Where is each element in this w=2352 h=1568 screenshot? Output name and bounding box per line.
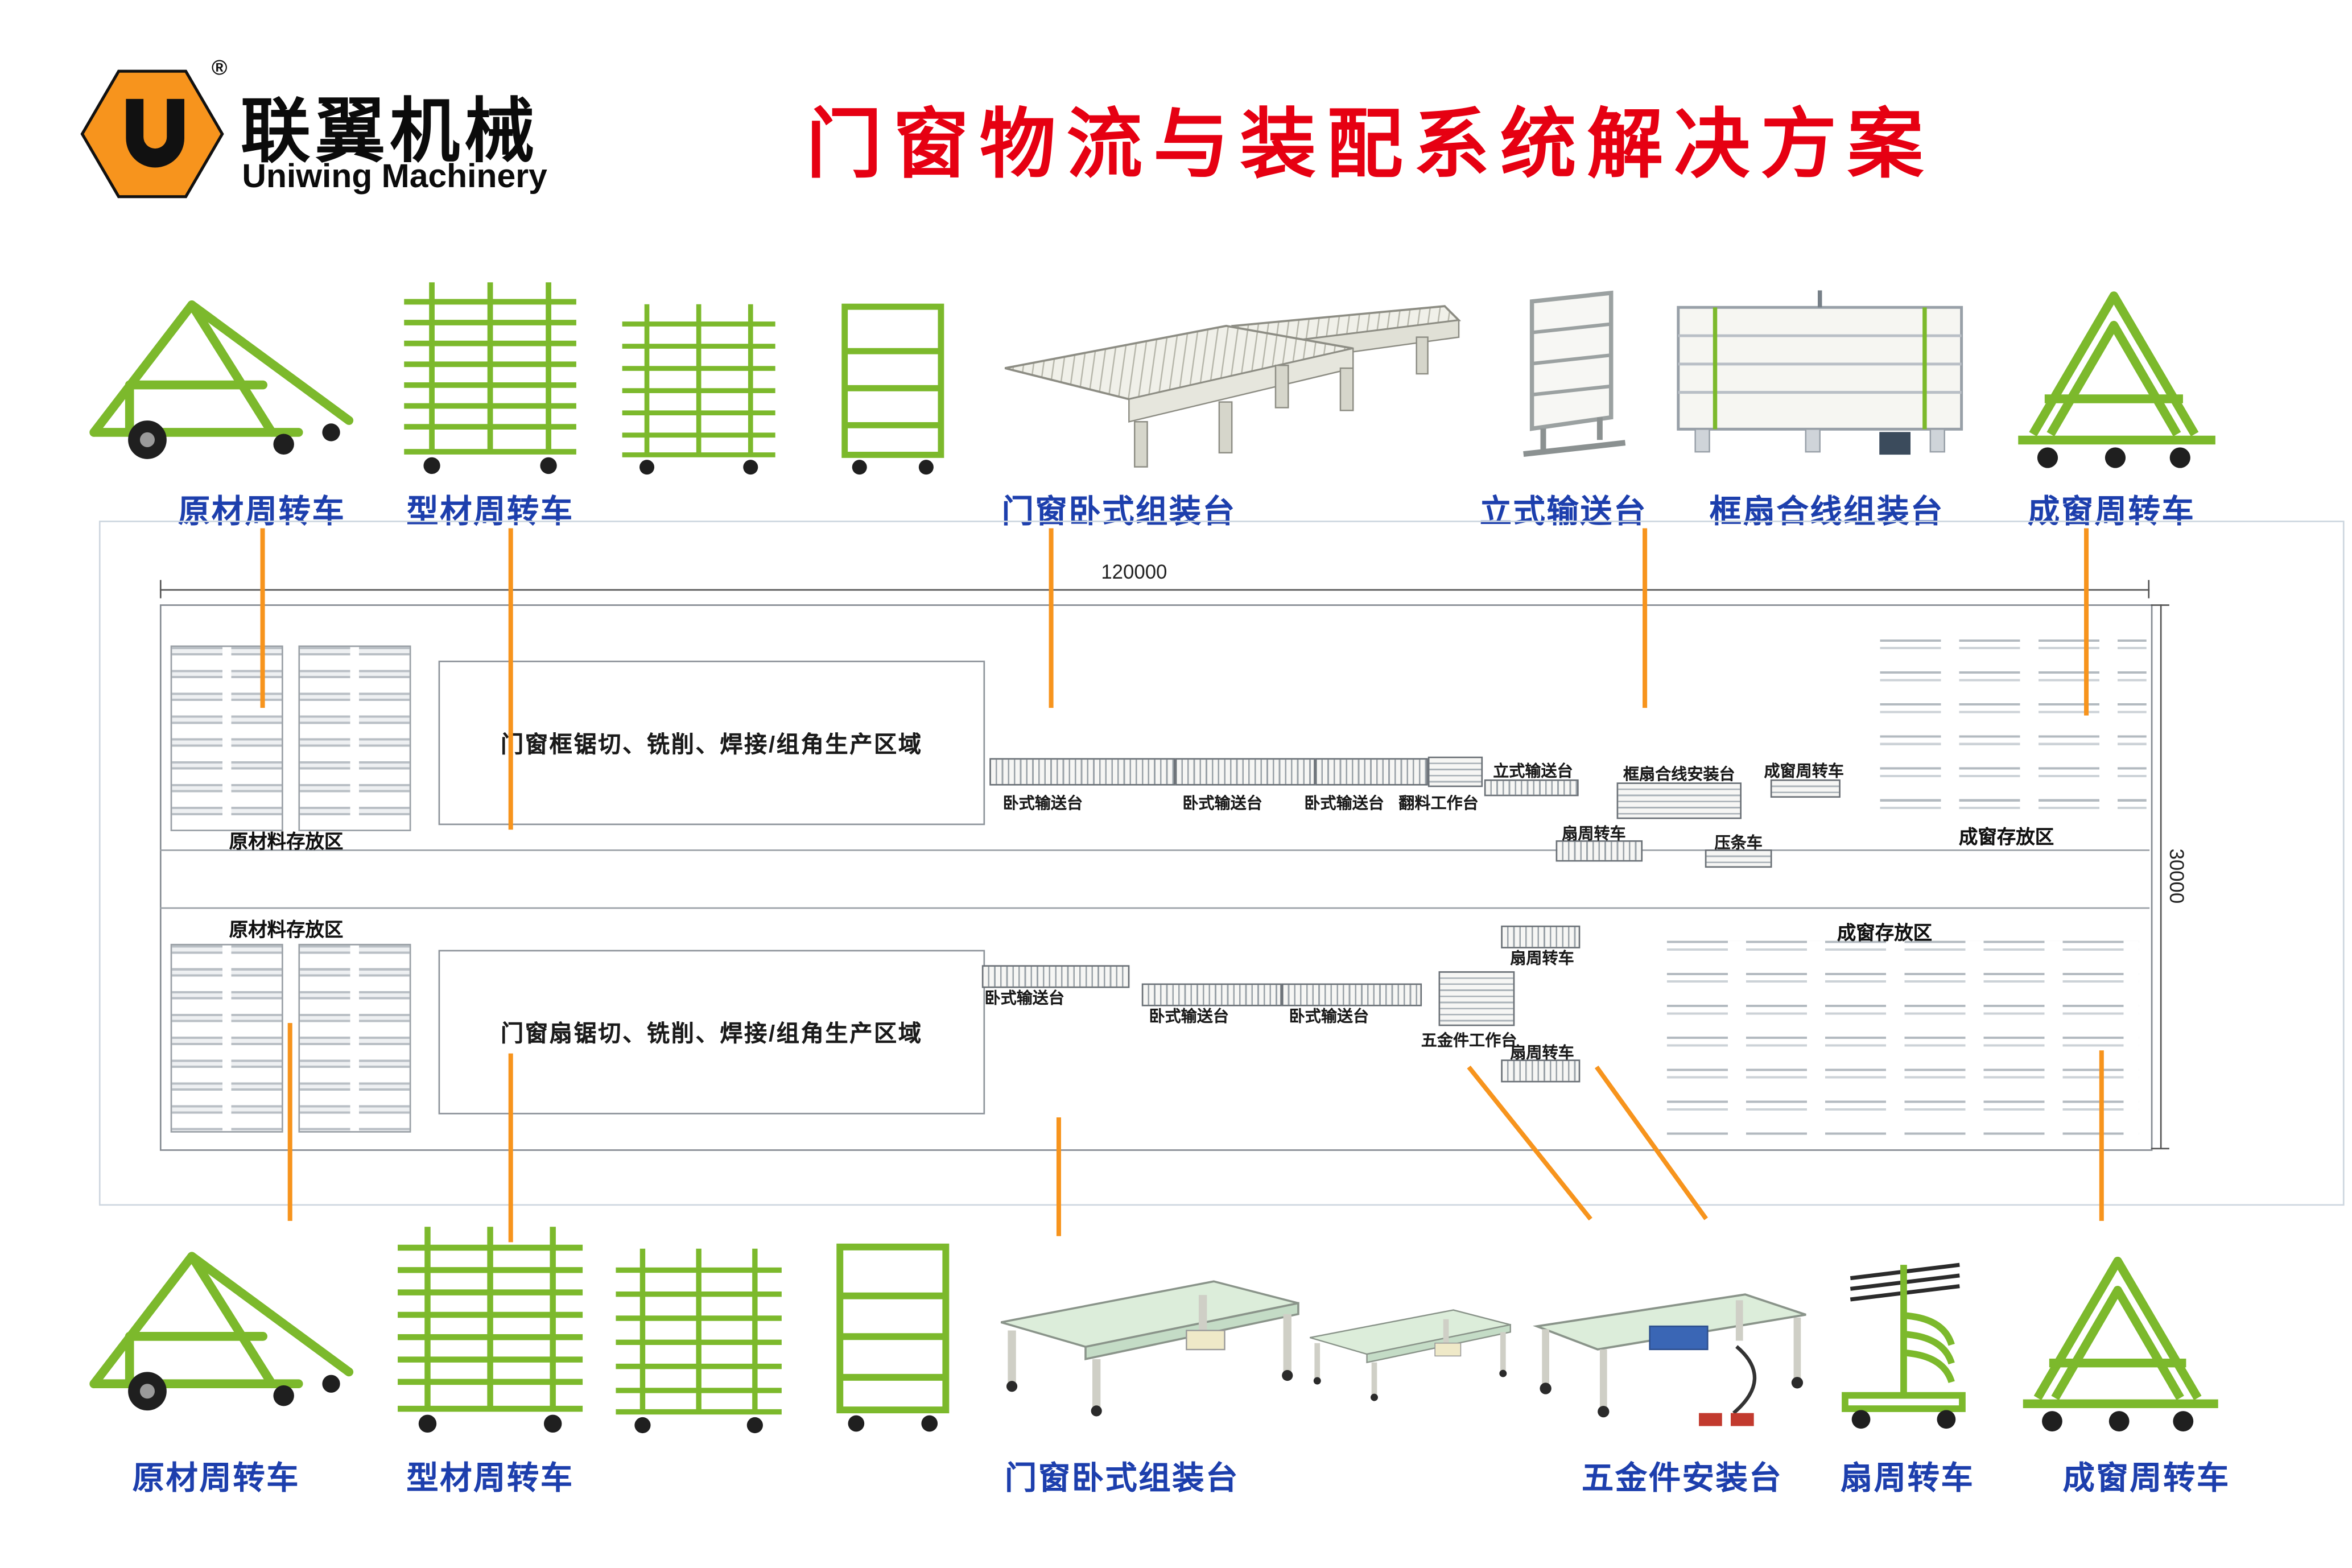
horizontal-assembly-table-image-top bbox=[987, 289, 1466, 479]
plan-finished-cart-icon bbox=[1770, 779, 1841, 798]
plan-label-h-conveyor-3: 卧式输送台 bbox=[1304, 794, 1384, 813]
connector-top-profile bbox=[508, 528, 513, 830]
plan-sash-cart-icon-lower bbox=[1501, 1059, 1581, 1083]
plan-label-flip-worktable: 翻料工作台 bbox=[1398, 794, 1479, 813]
floor-plan-outer-frame bbox=[98, 521, 2345, 1206]
connector-bottom-profile bbox=[508, 1053, 513, 1243]
label-bottom-hardware-install-table: 五金件安装台 bbox=[1582, 1461, 1783, 1497]
production-area-frame: 门窗框锯切、铣削、焊接/组角生产区域 bbox=[438, 661, 985, 826]
plan-label-h-conveyor-4: 卧式输送台 bbox=[984, 989, 1064, 1008]
plan-sash-cart-top-icon bbox=[1555, 840, 1643, 862]
finished-window-cart-image-bottom bbox=[2007, 1241, 2235, 1442]
assembly-table-long-image-bottom bbox=[982, 1245, 1309, 1428]
dimension-tick-right bbox=[2148, 580, 2150, 599]
zone-label-finished-bottom: 成窗存放区 bbox=[1837, 922, 1933, 944]
registered-mark: ® bbox=[211, 55, 228, 80]
label-bottom-finished-window-cart: 成窗周转车 bbox=[2062, 1461, 2230, 1497]
plan-label-h-conveyor-6: 卧式输送台 bbox=[1289, 1008, 1369, 1026]
label-top-finished-window-cart: 成窗周转车 bbox=[2028, 494, 2196, 530]
zone-label-raw-top: 原材料存放区 bbox=[229, 831, 344, 853]
connector-top-horizontal-table bbox=[1049, 528, 1054, 708]
raw-storage-rack-top-2 bbox=[298, 645, 411, 831]
shelf-cart-image-top bbox=[813, 297, 973, 480]
frame-sash-assembly-machine-image-top bbox=[1667, 282, 1971, 472]
connector-top-vertical-conveyor bbox=[1643, 528, 1648, 708]
shelf-cart-image-bottom bbox=[813, 1236, 973, 1437]
brand-name-cn: 联翼机械 bbox=[240, 91, 539, 171]
plan-label-vertical-conveyor: 立式输送台 bbox=[1493, 762, 1573, 781]
connector-bottom-horizontal-table bbox=[1056, 1117, 1061, 1236]
hardware-install-table-image-bottom bbox=[1525, 1256, 1814, 1438]
plan-aisle-line-top bbox=[159, 849, 2150, 851]
plan-hardware-worktable-icon bbox=[1438, 971, 1515, 1026]
brand-name-en: Uniwing Machinery bbox=[242, 156, 547, 195]
label-top-horizontal-assembly-table: 门窗卧式组装台 bbox=[1001, 494, 1236, 530]
plan-label-h-conveyor-1: 卧式输送台 bbox=[1002, 794, 1083, 813]
label-bottom-horizontal-assembly-table: 门窗卧式组装台 bbox=[1004, 1461, 1240, 1497]
plan-label-sash-cart-lower: 扇周转车 bbox=[1510, 1044, 1574, 1063]
raw-storage-rack-bottom-2 bbox=[298, 943, 411, 1133]
profile-cart-2-image-bottom bbox=[600, 1241, 798, 1439]
plan-conveyor-bottom-2 bbox=[1141, 983, 1282, 1006]
finished-storage-bottom bbox=[1666, 940, 2139, 1136]
plan-sash-cart-icon-upper bbox=[1501, 925, 1581, 948]
connector-bottom-finished-cart bbox=[2099, 1050, 2104, 1221]
plan-conveyor-top-3 bbox=[1315, 758, 1428, 786]
label-bottom-profile-cart: 型材周转车 bbox=[406, 1461, 574, 1497]
raw-material-cart-image-top bbox=[79, 282, 361, 472]
dimension-line-width bbox=[159, 589, 2150, 591]
plan-label-hardware-worktable: 五金件工作台 bbox=[1421, 1032, 1517, 1051]
finished-window-cart-image-top bbox=[2007, 274, 2227, 480]
dimension-tick-bottom bbox=[2151, 1148, 2169, 1150]
dimension-tick-top bbox=[2151, 604, 2169, 606]
dimension-height-value: 30000 bbox=[2165, 848, 2189, 904]
dimension-tick-left bbox=[159, 580, 162, 599]
label-bottom-sash-cart: 扇周转车 bbox=[1840, 1461, 1975, 1497]
plan-label-sash-cart-top: 扇周转车 bbox=[1562, 825, 1626, 844]
page-title: 门窗物流与装配系统解决方案 bbox=[806, 102, 1934, 188]
plan-flip-worktable-icon bbox=[1427, 756, 1483, 787]
label-top-vertical-conveyor: 立式输送台 bbox=[1479, 494, 1648, 530]
connector-top-finished-cart bbox=[2084, 528, 2089, 716]
connector-bottom-raw-material bbox=[287, 1023, 292, 1221]
production-area-sash: 门窗扇锯切、铣削、焊接/组角生产区域 bbox=[438, 950, 985, 1115]
label-top-frame-sash-assembly: 框扇合线组装台 bbox=[1709, 494, 1944, 530]
plan-bead-cart-icon bbox=[1705, 849, 1772, 868]
profile-cart-image-bottom bbox=[383, 1218, 597, 1439]
raw-storage-rack-top-1 bbox=[170, 645, 283, 831]
logo-hexagon-icon bbox=[79, 64, 225, 204]
plan-aisle-line-bottom bbox=[159, 907, 2150, 909]
vertical-conveyor-image-top bbox=[1500, 282, 1637, 480]
plan-label-sash-cart-upper: 扇周转车 bbox=[1510, 950, 1574, 968]
assembly-table-short-image-bottom bbox=[1297, 1271, 1518, 1423]
zone-label-raw-bottom: 原材料存放区 bbox=[229, 919, 344, 941]
zone-label-finished-top: 成窗存放区 bbox=[1958, 826, 2054, 848]
label-top-profile-cart: 型材周转车 bbox=[406, 494, 574, 530]
label-bottom-raw-material-cart: 原材周转车 bbox=[132, 1461, 300, 1497]
profile-cart-image-top bbox=[383, 274, 597, 480]
profile-cart-2-image-top bbox=[600, 297, 798, 480]
dimension-line-height bbox=[2160, 604, 2162, 1148]
plan-conveyor-bottom-1 bbox=[981, 965, 1130, 988]
plan-label-h-conveyor-5: 卧式输送台 bbox=[1149, 1008, 1229, 1026]
finished-storage-top bbox=[1880, 639, 2147, 819]
connector-top-raw-material bbox=[260, 528, 265, 708]
plan-conveyor-top-1 bbox=[989, 758, 1175, 786]
plan-vertical-conveyor-icon bbox=[1484, 779, 1579, 797]
raw-storage-rack-bottom-1 bbox=[170, 943, 283, 1133]
plan-frame-sash-install-icon bbox=[1616, 782, 1742, 819]
plan-conveyor-bottom-3 bbox=[1281, 983, 1422, 1006]
plan-label-bead-cart: 压条车 bbox=[1714, 834, 1763, 853]
dimension-width-value: 120000 bbox=[1065, 560, 1203, 583]
label-top-raw-material-cart: 原材周转车 bbox=[178, 494, 346, 530]
plan-border bbox=[159, 604, 2153, 1151]
raw-material-cart-image-bottom bbox=[79, 1225, 361, 1431]
sash-cart-image-bottom bbox=[1823, 1248, 1983, 1438]
plan-label-h-conveyor-2: 卧式输送台 bbox=[1182, 794, 1262, 813]
plan-label-frame-sash-install: 框扇合线安装台 bbox=[1623, 765, 1735, 784]
plan-conveyor-top-2 bbox=[1175, 758, 1315, 786]
plan-label-finished-cart: 成窗周转车 bbox=[1764, 762, 1844, 781]
